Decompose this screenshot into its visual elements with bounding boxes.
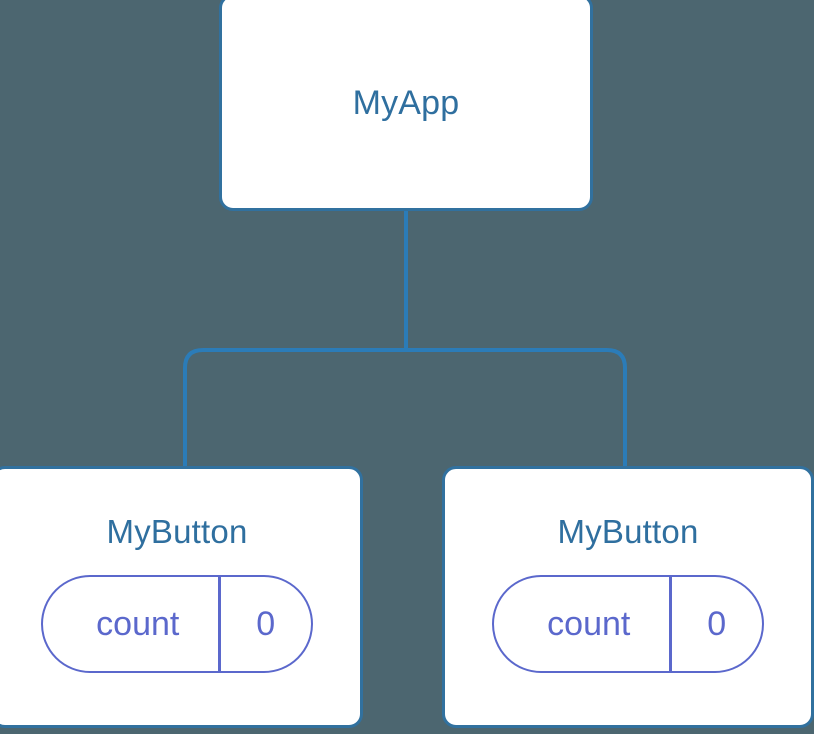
node-mybutton-0[interactable]: MyButton count 0 [0,466,363,728]
state-value: 0 [256,605,276,643]
state-divider [669,577,672,671]
node-myapp[interactable]: MyApp [219,0,593,211]
node-title: MyApp [352,83,460,122]
state-divider [218,577,221,671]
node-title: MyButton [557,513,699,550]
state-key: count [547,605,631,643]
node-title: MyButton [106,513,248,550]
state-key: count [96,605,180,643]
edge-branch-bus [183,348,627,467]
state-value: 0 [707,605,727,643]
node-mybutton-1[interactable]: MyButton count 0 [442,466,814,728]
state-badge[interactable]: count 0 [492,575,764,673]
state-badge[interactable]: count 0 [41,575,313,673]
